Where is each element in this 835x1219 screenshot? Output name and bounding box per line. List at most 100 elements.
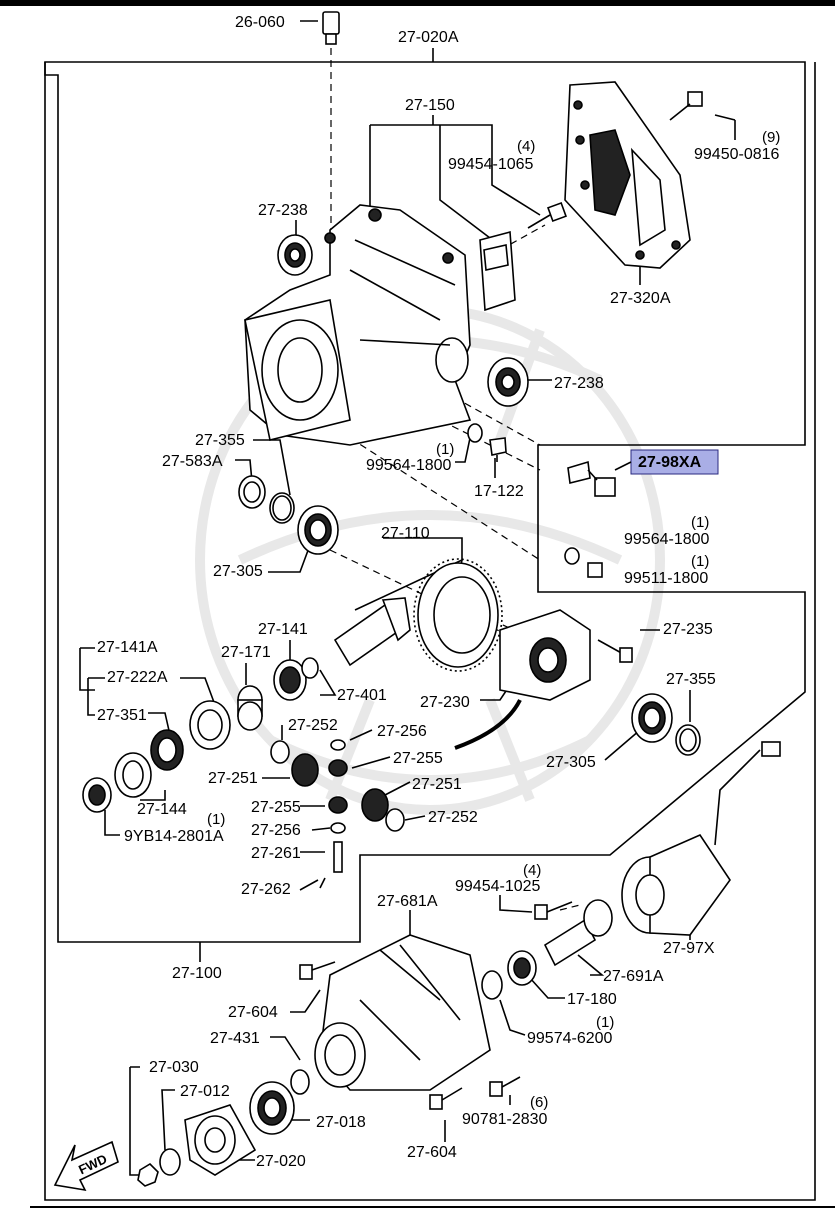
- shim-ring-icon: [238, 475, 295, 524]
- label-27-261[interactable]: 27-261: [251, 845, 301, 862]
- label-27-238-top[interactable]: 27-238: [258, 202, 308, 219]
- label-27-262[interactable]: 27-262: [241, 881, 291, 898]
- assembly-outline: [44, 61, 806, 943]
- label-27-252-top[interactable]: 27-252: [288, 717, 338, 734]
- label-99450-0816[interactable]: 99450-0816: [694, 146, 780, 163]
- label-99454-1065[interactable]: 99454-1065: [448, 156, 534, 173]
- breather-plug-icon: [322, 11, 340, 45]
- cover-bolt-icon: [669, 91, 703, 121]
- flange-seal-icon: [249, 1081, 295, 1135]
- label-27-401[interactable]: 27-401: [337, 687, 387, 704]
- flange-washer-icon: [159, 1148, 181, 1176]
- label-27-252-bottom[interactable]: 27-252: [428, 809, 478, 826]
- label-27-256-top[interactable]: 27-256: [377, 723, 427, 740]
- label-90781-2830[interactable]: 90781-2830: [462, 1111, 548, 1128]
- label-27-150[interactable]: 27-150: [405, 97, 455, 114]
- sensor-icon: [567, 460, 616, 497]
- qty-90781-2830: (6): [530, 1094, 548, 1111]
- label-99511-1800[interactable]: 99511-1800: [624, 570, 708, 587]
- washer-99564-icon: [564, 547, 580, 565]
- label-27-238-right[interactable]: 27-238: [554, 375, 604, 392]
- label-27-141[interactable]: 27-141: [258, 621, 308, 638]
- pinion-shaft-icon: [319, 841, 343, 889]
- label-27-691A[interactable]: 27-691A: [603, 968, 664, 985]
- housing-bolt-bottom-icon: [429, 1076, 521, 1110]
- label-27-020A[interactable]: 27-020A: [398, 29, 459, 46]
- flange-nut-icon: [137, 1162, 159, 1187]
- label-27-018[interactable]: 27-018: [316, 1114, 366, 1131]
- qty-99454-1025: (4): [523, 862, 541, 879]
- label-27-171[interactable]: 27-171: [221, 644, 271, 661]
- label-27-320A[interactable]: 27-320A: [610, 290, 671, 307]
- outer-frame: [44, 62, 816, 1201]
- label-27-100[interactable]: 27-100: [172, 965, 222, 982]
- label-27-305-top[interactable]: 27-305: [213, 563, 263, 580]
- label-27-020[interactable]: 27-020: [256, 1153, 306, 1170]
- side-gear-left-icon: [291, 753, 319, 787]
- bearing-race-icon: [114, 752, 152, 798]
- label-27-98XA[interactable]: 27-98XA: [638, 454, 702, 471]
- label-27-355-right[interactable]: 27-355: [666, 671, 716, 688]
- o-ring-icon: [290, 1069, 310, 1095]
- label-17-122[interactable]: 17-122: [474, 483, 524, 500]
- label-27-251-left[interactable]: 27-251: [208, 770, 258, 787]
- gasket-icon: [481, 970, 503, 1000]
- label-99564-1800-b[interactable]: 99564-1800: [624, 531, 710, 548]
- qty-99454-1065: (4): [517, 138, 535, 155]
- top-rule: [0, 0, 835, 6]
- label-27-604-top[interactable]: 27-604: [228, 1004, 278, 1021]
- bearing-cap-icon: [479, 230, 516, 312]
- label-26-060[interactable]: 26-060: [235, 14, 285, 31]
- label-27-141A[interactable]: 27-141A: [97, 639, 158, 656]
- label-27-256-bottom[interactable]: 27-256: [251, 822, 301, 839]
- label-27-351[interactable]: 27-351: [97, 707, 147, 724]
- label-27-97X[interactable]: 27-97X: [663, 940, 715, 957]
- pinion-seal-icon: [82, 777, 112, 813]
- label-27-681A[interactable]: 27-681A: [377, 893, 438, 910]
- label-27-583A[interactable]: 27-583A: [162, 453, 223, 470]
- qty-99574-6200: (1): [596, 1014, 614, 1031]
- bearing-upper-icon: [297, 505, 339, 555]
- shim-27-355-icon: [675, 724, 701, 756]
- label-27-431[interactable]: 27-431: [210, 1030, 260, 1047]
- pinion-bearing-icon: [273, 657, 319, 701]
- label-17-180[interactable]: 17-180: [567, 991, 617, 1008]
- differential-case-icon: [499, 609, 591, 701]
- label-27-235[interactable]: 27-235: [663, 621, 713, 638]
- qty-99511-1800: (1): [691, 553, 709, 570]
- label-27-255-top[interactable]: 27-255: [393, 750, 443, 767]
- label-27-222A[interactable]: 27-222A: [107, 669, 168, 686]
- housing-bolt-top-icon: [299, 961, 336, 980]
- label-27-230[interactable]: 27-230: [420, 694, 470, 711]
- label-27-110[interactable]: 27-110: [381, 525, 430, 542]
- oil-seal-right-icon: [487, 357, 529, 407]
- output-flange-icon: [184, 1104, 257, 1176]
- label-9YB14-2801A[interactable]: 9YB14-2801A: [124, 828, 224, 845]
- label-27-255-bottom[interactable]: 27-255: [251, 799, 301, 816]
- plug-99511-icon: [587, 562, 603, 578]
- label-27-604-bottom[interactable]: 27-604: [407, 1144, 457, 1161]
- qty-99564-1800-a: (1): [436, 441, 454, 458]
- label-27-305-right[interactable]: 27-305: [546, 754, 596, 771]
- label-27-251-right[interactable]: 27-251: [412, 776, 462, 793]
- companion-flange-icon: [543, 899, 613, 967]
- label-99454-1025[interactable]: 99454-1025: [455, 878, 541, 895]
- label-27-012[interactable]: 27-012: [180, 1083, 230, 1100]
- bearing-cone-icon: [150, 729, 184, 771]
- highlight-box: [630, 449, 719, 475]
- drain-plug-icon: [489, 437, 507, 462]
- bearing-lower-icon: [631, 693, 673, 743]
- seal-17-180-icon: [507, 950, 537, 986]
- pinion-rear-bearing-icon: [189, 700, 231, 750]
- ring-gear-icon: [413, 558, 503, 672]
- pinion-gear-bottom-icon: [328, 796, 348, 834]
- side-gear-right-icon: [361, 788, 405, 832]
- extension-housing-icon: [314, 934, 491, 1091]
- label-99564-1800-a[interactable]: 99564-1800: [366, 457, 452, 474]
- label-27-144[interactable]: 27-144: [137, 801, 187, 818]
- label-27-030[interactable]: 27-030: [149, 1059, 199, 1076]
- flange-bolt-icon: [534, 901, 573, 920]
- label-27-355-top[interactable]: 27-355: [195, 432, 245, 449]
- label-99574-6200[interactable]: 99574-6200: [527, 1030, 613, 1047]
